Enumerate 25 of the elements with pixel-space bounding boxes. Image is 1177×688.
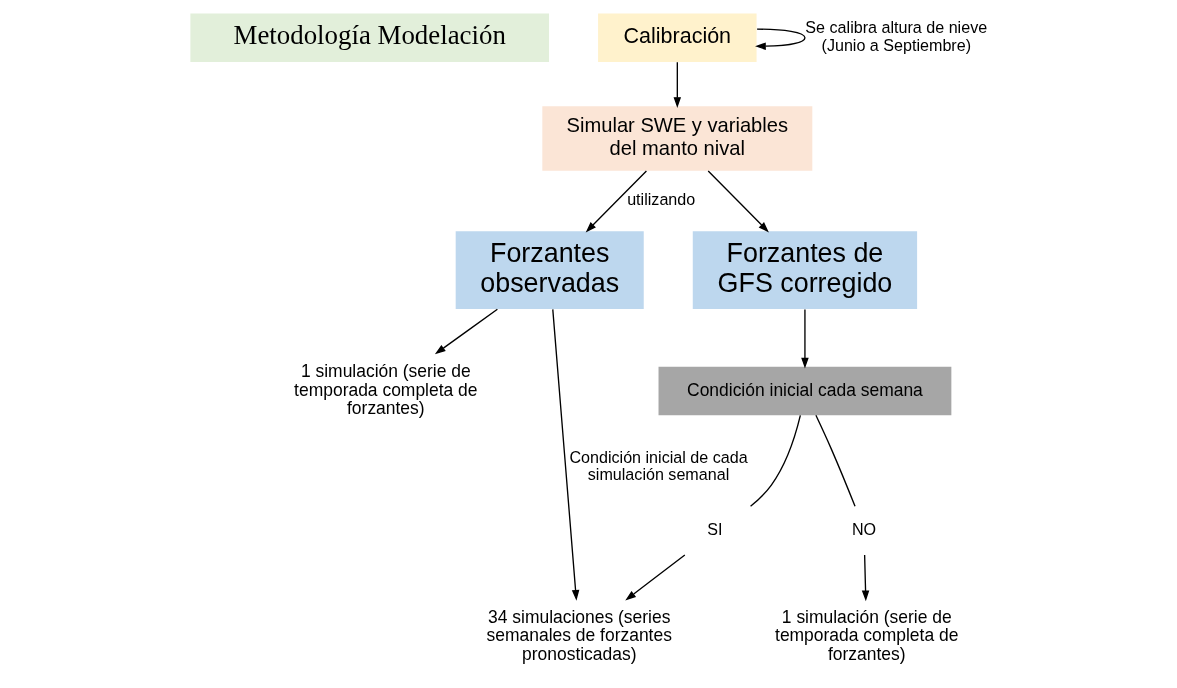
edge-label: utilizando [626, 190, 695, 209]
arrow [707, 170, 769, 233]
arrow [754, 28, 806, 50]
edge-label: Se calibra altura de nieve (Junio a Septiembre) [804, 18, 987, 54]
arrow [861, 554, 869, 602]
node-text: SI [706, 519, 723, 538]
arrow [434, 308, 498, 355]
node-box: Simular SWE y variables del manto nival [541, 106, 812, 171]
connector [749, 414, 801, 507]
node-box: Forzantes observadas [455, 231, 644, 310]
edge-label: Condición inicial de cada simulación semanal [568, 448, 748, 484]
node-text: 1 simulación (serie de temporada completa de forzantes) [774, 606, 958, 665]
node-box: Calibración [597, 13, 757, 62]
node-text: NO [851, 519, 876, 538]
node-box: Forzantes de GFS corregido [692, 231, 917, 310]
node-text: 34 simulaciones (series semanales de forzantes pronosticadas) [486, 606, 672, 665]
node-box: Metodología Modelación [189, 13, 549, 62]
node-box: Condición inicial cada semana [658, 366, 951, 416]
arrow [800, 308, 809, 369]
arrow [673, 61, 681, 108]
connector [814, 414, 856, 508]
arrow [624, 554, 685, 601]
arrow [585, 170, 647, 233]
arrow [551, 308, 579, 601]
node-text: 1 simulación (serie de temporada completa de forzantes) [293, 360, 478, 419]
